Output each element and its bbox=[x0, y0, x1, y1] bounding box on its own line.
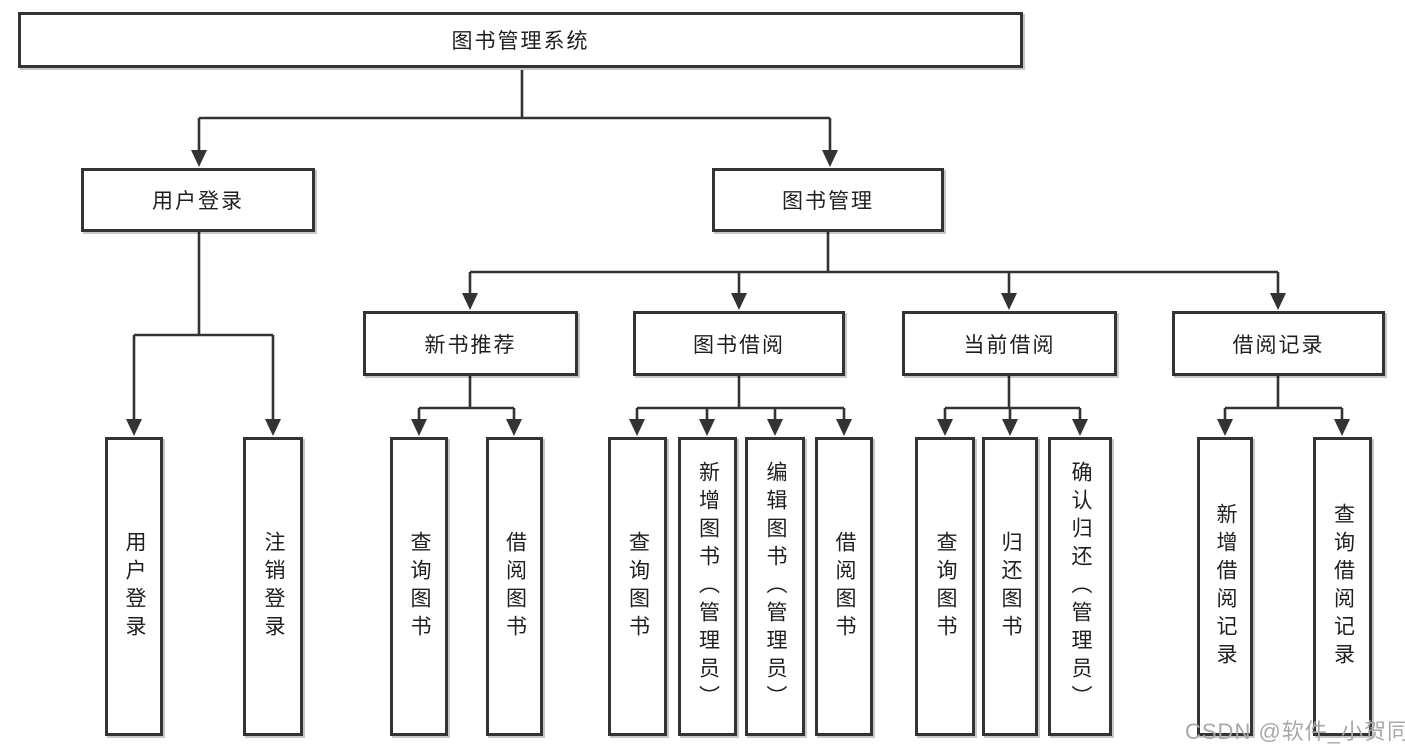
node-label: 编辑图书（管理员） bbox=[764, 460, 787, 713]
node-label: 图书借阅 bbox=[693, 333, 785, 357]
node-logout-login: 注销登录 bbox=[243, 437, 303, 736]
node-user-login-leaf: 用户登录 bbox=[105, 437, 163, 736]
node-book-management: 图书管理 bbox=[712, 168, 944, 232]
node-borrow-books-borrow: 借阅图书 bbox=[815, 437, 873, 736]
node-new-book-recommendation: 新书推荐 bbox=[363, 311, 578, 376]
node-label: 注销登录 bbox=[262, 530, 285, 643]
node-user-login: 用户登录 bbox=[81, 168, 315, 232]
node-query-books-current: 查询图书 bbox=[915, 437, 975, 736]
node-label: 用户登录 bbox=[123, 530, 146, 643]
node-library-system: 图书管理系统 bbox=[18, 12, 1023, 68]
node-label: 新增借阅记录 bbox=[1214, 502, 1237, 671]
node-borrow-books-recommend: 借阅图书 bbox=[486, 437, 543, 736]
node-return-books: 归还图书 bbox=[982, 437, 1038, 736]
node-label: 查询图书 bbox=[626, 530, 650, 643]
node-label: 图书管理 bbox=[782, 190, 874, 213]
node-edit-books-admin: 编辑图书（管理员） bbox=[745, 437, 805, 736]
node-label: 确认归还（管理员） bbox=[1069, 460, 1092, 713]
node-add-books-admin: 新增图书（管理员） bbox=[678, 437, 737, 736]
node-query-books-borrow: 查询图书 bbox=[608, 437, 667, 736]
node-label: 借阅图书 bbox=[503, 530, 527, 643]
node-label: 查询图书 bbox=[408, 530, 431, 643]
node-label: 新增图书（管理员） bbox=[696, 460, 720, 713]
node-query-borrow-record: 查询借阅记录 bbox=[1313, 437, 1372, 736]
node-label: 借阅图书 bbox=[833, 530, 856, 643]
node-current-borrowing: 当前借阅 bbox=[902, 311, 1117, 376]
node-label: 用户登录 bbox=[152, 190, 244, 213]
watermark: CSDN @软件_小贺同学 bbox=[1185, 719, 1405, 744]
node-label: 归还图书 bbox=[999, 530, 1022, 643]
node-confirm-return-admin: 确认归还（管理员） bbox=[1048, 437, 1112, 736]
node-label: 新书推荐 bbox=[424, 333, 517, 357]
node-query-books-recommend: 查询图书 bbox=[390, 437, 448, 736]
node-label: 借阅记录 bbox=[1232, 333, 1325, 357]
node-book-borrowing: 图书借阅 bbox=[633, 311, 845, 376]
node-label: 当前借阅 bbox=[963, 333, 1056, 357]
node-label: 查询借阅记录 bbox=[1331, 502, 1355, 671]
node-add-borrow-record: 新增借阅记录 bbox=[1197, 437, 1253, 736]
node-label: 图书管理系统 bbox=[451, 30, 590, 53]
node-label: 查询图书 bbox=[934, 530, 957, 643]
node-borrowing-records: 借阅记录 bbox=[1172, 311, 1385, 376]
